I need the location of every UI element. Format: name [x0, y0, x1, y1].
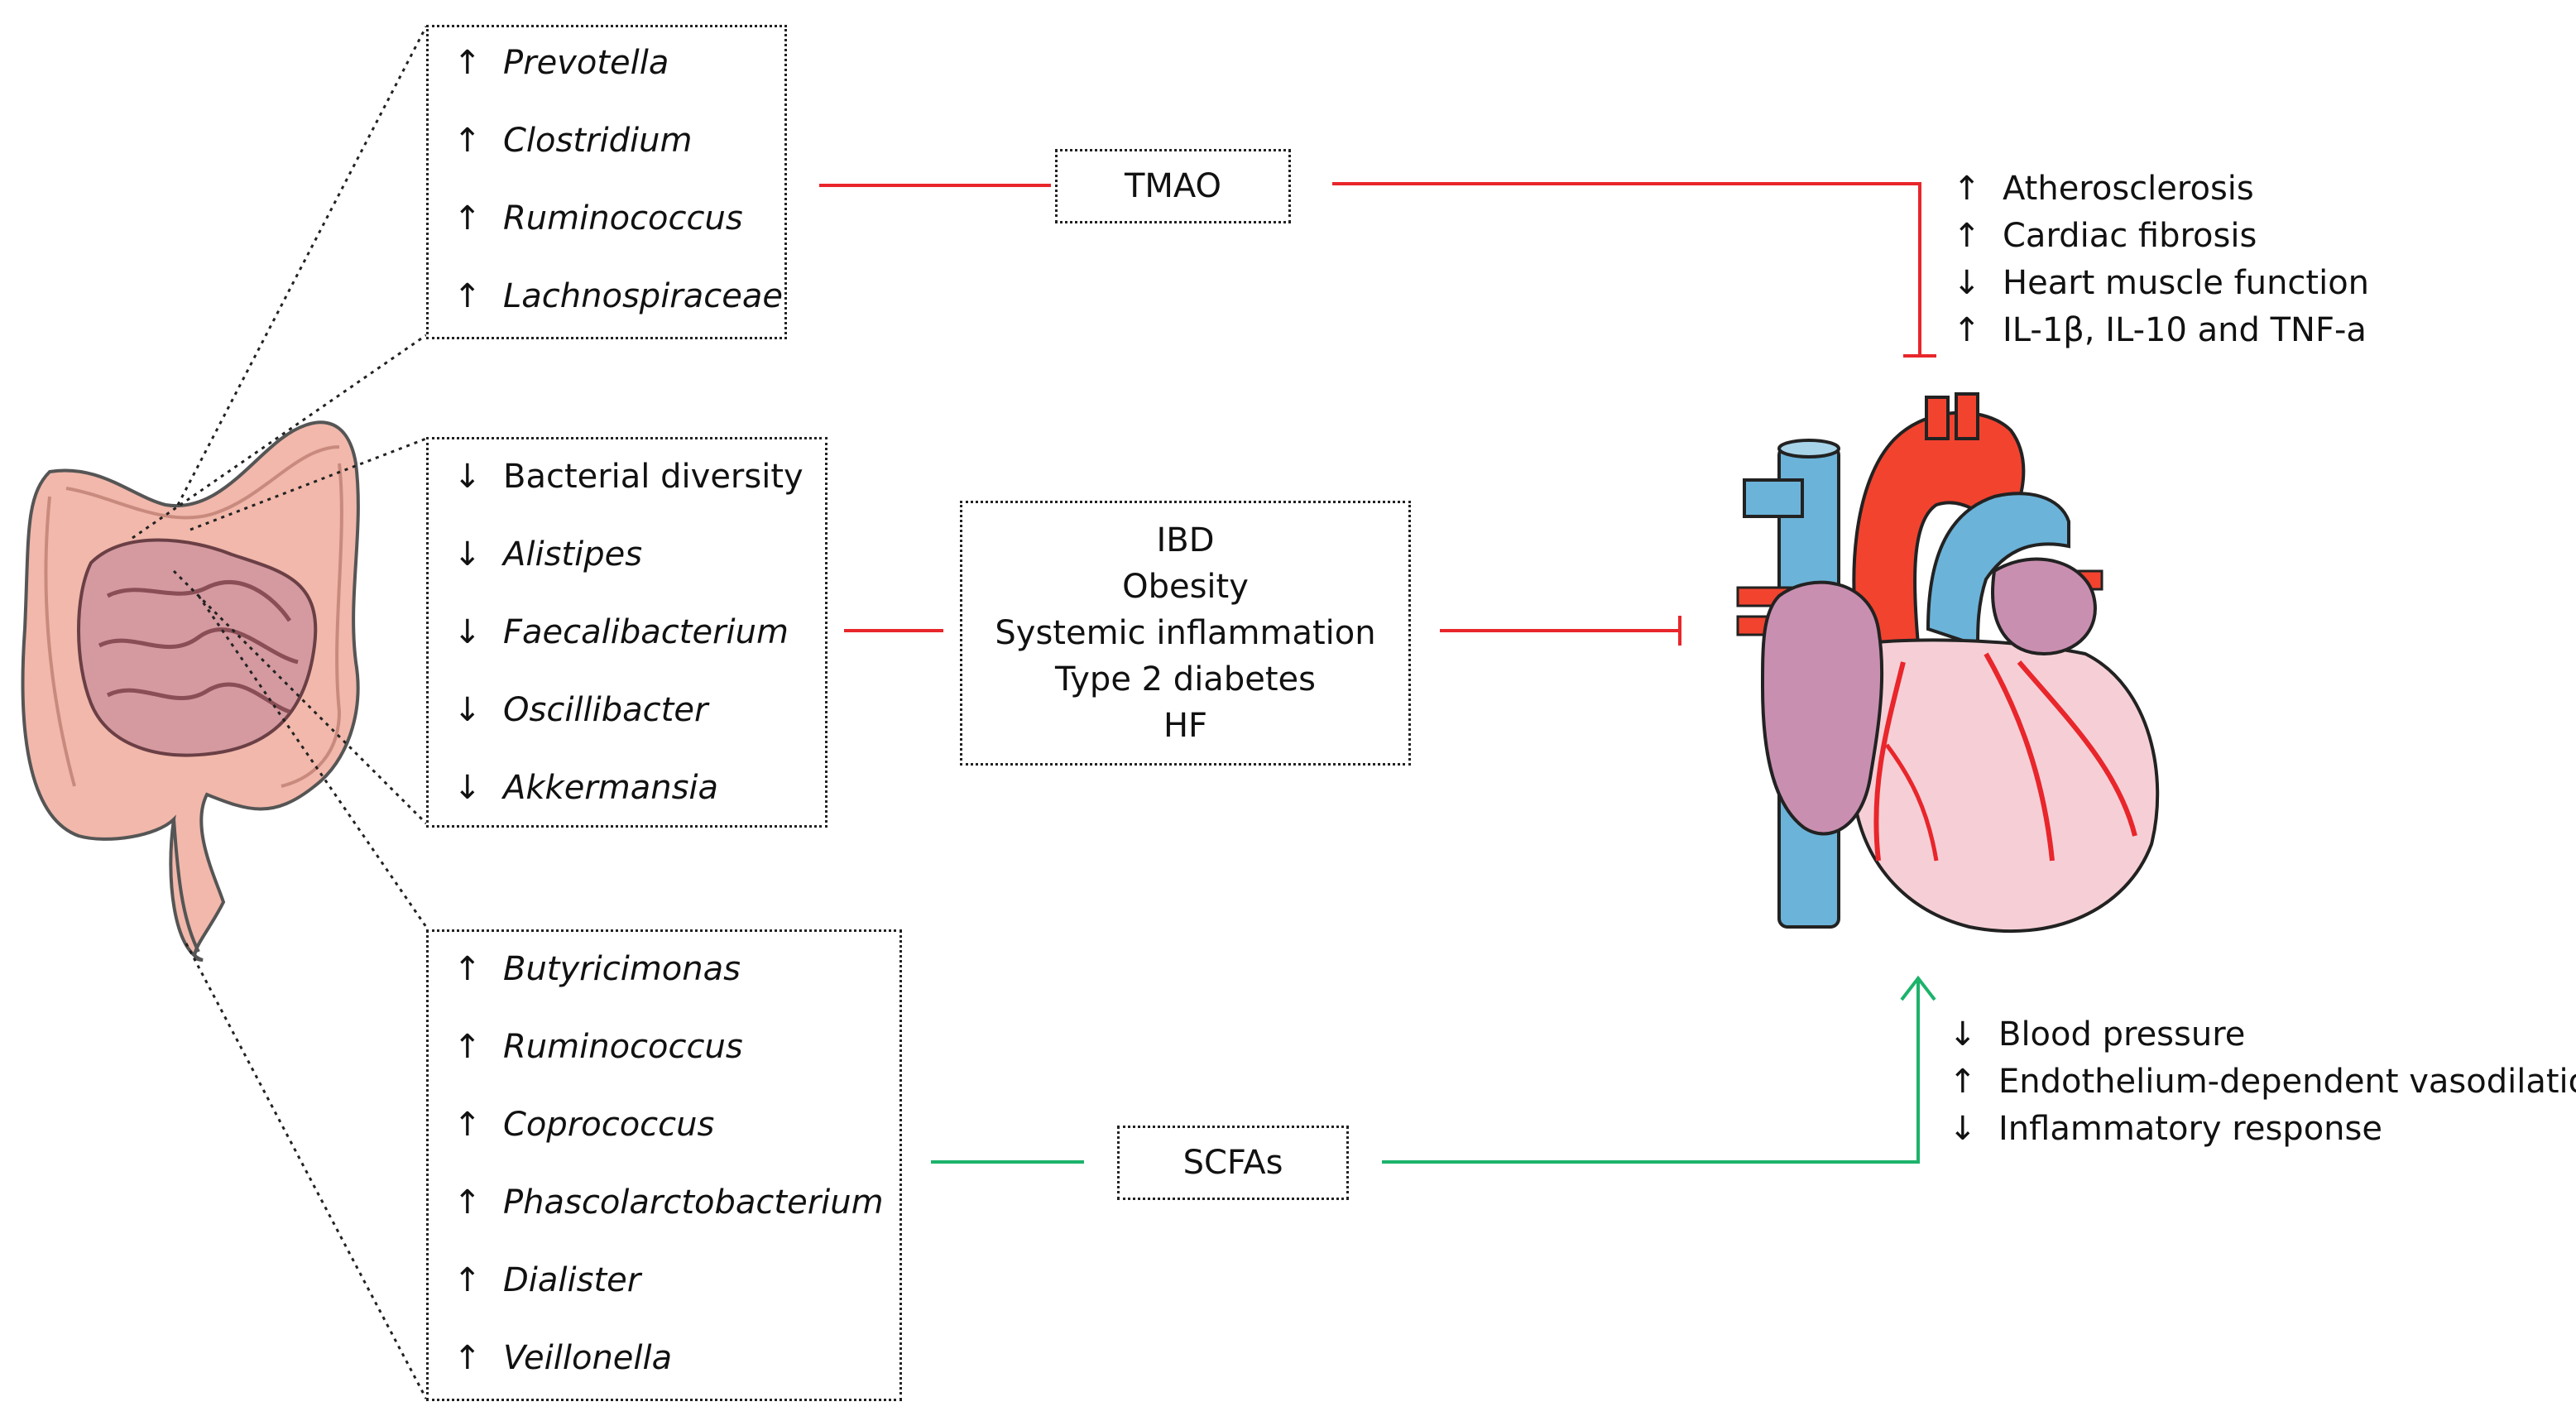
bacteria-item: ↑Dialister: [453, 1261, 641, 1299]
zoom-lines: [132, 26, 428, 1399]
gut-illustration: [21, 420, 360, 962]
effect-item: ↑IL-1β, IL-10 and TNF-a: [1953, 311, 2367, 349]
bacteria-item: ↑Clostridium: [453, 122, 693, 160]
mediator-tmao: TMAO: [1055, 149, 1291, 223]
aorta: [1852, 410, 2026, 664]
effect-item: ↓Heart muscle function: [1953, 264, 2370, 302]
bacteria-item: ↑Prevotella: [453, 44, 669, 82]
connector-tmao-heart: [1332, 182, 1921, 356]
mediator-tmao-label: TMAO: [1124, 167, 1222, 205]
bacteria-item: ↑Ruminococcus: [453, 1028, 743, 1066]
mediator-conditions: IBD Obesity Systemic inflammation Type 2…: [960, 501, 1411, 766]
bacteria-item: ↑Ruminococcus: [453, 199, 743, 238]
condition-item: Systemic inflammation: [995, 614, 1376, 652]
effect-item: ↓Blood pressure: [1949, 1015, 2246, 1054]
bacteria-item: ↓Oscillibacter: [453, 691, 708, 729]
bacteria-item: ↓Akkermansia: [453, 769, 719, 807]
bacteria-item: ↓Alistipes: [453, 535, 643, 574]
condition-item: Type 2 diabetes: [1055, 660, 1316, 698]
effects-bottom: ↓Blood pressure ↑Endothelium-dependent v…: [1949, 1011, 2576, 1153]
condition-item: HF: [1163, 707, 1208, 745]
small-intestine: [77, 538, 318, 757]
effect-item: ↑Cardiac fibrosis: [1953, 217, 2257, 255]
bacteria-item: ↑Butyricimonas: [453, 950, 741, 988]
bacteria-box-scfas: ↑Butyricimonas ↑Ruminococcus ↑Coprococcu…: [426, 929, 902, 1401]
bacteria-item: ↓Bacterial diversity: [453, 458, 804, 496]
bacteria-box-conditions: ↓Bacterial diversity ↓Alistipes ↓Faecali…: [426, 437, 827, 828]
condition-item: Obesity: [1122, 568, 1249, 606]
bacteria-item: ↑Veillonella: [453, 1339, 673, 1377]
effects-top: ↑Atherosclerosis ↑Cardiac fibrosis ↓Hear…: [1953, 166, 2369, 354]
bacteria-item: ↑Lachnospiraceae: [453, 277, 783, 315]
bacteria-item: ↓Faecalibacterium: [453, 613, 789, 651]
effect-item: ↓Inflammatory response: [1949, 1110, 2382, 1148]
effect-item: ↑Endothelium-dependent vasodilation: [1949, 1063, 2576, 1101]
connector-scfas-heart: [1382, 981, 1920, 1164]
bacteria-item: ↑Phascolarctobacterium: [453, 1183, 884, 1222]
effect-item: ↑Atherosclerosis: [1953, 170, 2254, 208]
connectors: [819, 182, 1936, 1164]
mediator-scfas-label: SCFAs: [1182, 1144, 1283, 1182]
promote-arrowhead: [1900, 975, 1936, 1001]
condition-item: IBD: [1156, 521, 1215, 559]
right-atrium: [1760, 580, 1884, 836]
bacteria-item: ↑Coprococcus: [453, 1106, 715, 1144]
bacteria-box-tmao: ↑Prevotella ↑Clostridium ↑Ruminococcus ↑…: [426, 25, 787, 339]
mediator-scfas: SCFAs: [1117, 1126, 1349, 1200]
heart-illustration: [1736, 392, 2160, 934]
